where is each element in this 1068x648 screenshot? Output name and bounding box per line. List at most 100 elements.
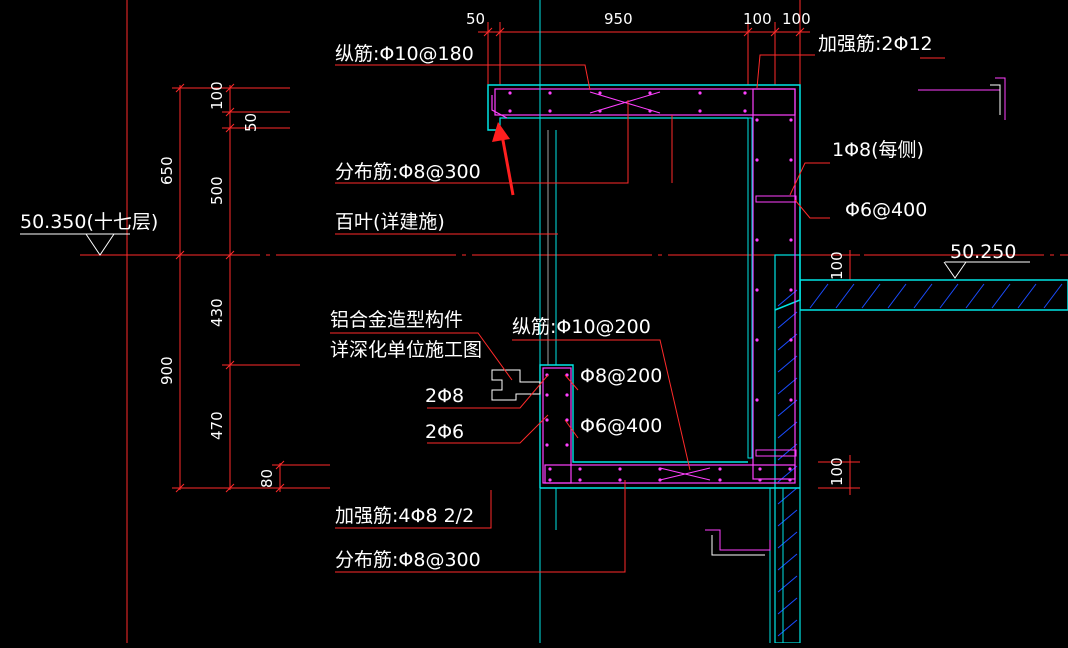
label-bottom-long-bar: 纵筋:Φ10@200 <box>512 316 651 338</box>
top-dim-100b: 100 <box>782 10 811 28</box>
rebar-dot <box>743 91 747 95</box>
right-dim-100b: 100 <box>828 457 846 486</box>
elevation-left: 50.350(十七层) <box>20 211 158 233</box>
label-bottom-strengthen: 加强筋:4Φ8 2/2 <box>335 505 474 527</box>
hatch-line <box>1043 283 1063 309</box>
left-dim-80: 80 <box>258 469 276 488</box>
red-arrow-annotation <box>492 122 515 196</box>
rebar-dot <box>565 443 569 447</box>
left-dim-100: 100 <box>208 81 226 110</box>
hatch-line <box>777 421 798 439</box>
rebar-dot <box>718 478 722 482</box>
rebar-dot <box>548 467 552 471</box>
right-dim-100a: 100 <box>828 251 846 280</box>
elevation-marker-left <box>20 233 130 256</box>
label-curb-stirrup-6: Φ6@400 <box>580 415 662 437</box>
rebar-dot <box>618 467 622 471</box>
hatch-line <box>777 553 798 571</box>
hatch-line <box>887 283 907 309</box>
rebar-dot <box>648 109 652 113</box>
rebar-dot <box>648 91 652 95</box>
rebar-dot <box>789 238 793 242</box>
hatch-line <box>777 597 798 615</box>
rebar-dot <box>658 478 662 482</box>
hatch-line <box>913 283 933 309</box>
rebar-dot <box>758 478 762 482</box>
rebar-dot <box>618 478 622 482</box>
label-aluminum-2: 详深化单位施工图 <box>330 339 482 361</box>
rebar-dot <box>545 418 549 422</box>
rebar-dot <box>788 478 792 482</box>
rebar-dot <box>755 238 759 242</box>
rebar-dot <box>658 467 662 471</box>
left-dim-50: 50 <box>242 113 260 132</box>
floor-slab <box>799 279 1068 311</box>
annotation-labels: 纵筋:Φ10@180 加强筋:2Φ12 分布筋:Φ8@300 百叶(详建施) 1… <box>330 33 933 571</box>
label-curb-2phi6: 2Φ6 <box>425 421 464 443</box>
top-dim-100a: 100 <box>743 10 772 28</box>
hatch-line <box>777 487 798 505</box>
hatch-line <box>1017 283 1037 309</box>
dimension-texts: 50 950 100 100 100 50 500 650 430 470 90… <box>158 10 846 488</box>
hatch-line <box>777 377 798 395</box>
top-dim-950: 950 <box>604 10 633 28</box>
label-side-stirrup: Φ6@400 <box>845 199 927 221</box>
label-top-distribution: 分布筋:Φ8@300 <box>335 161 481 183</box>
hatch-line <box>777 311 798 329</box>
rebar-dot <box>545 393 549 397</box>
hatch-line <box>777 399 798 417</box>
rebar-dot <box>755 158 759 162</box>
rebar-dot <box>755 118 759 122</box>
rebar-dot <box>758 467 762 471</box>
hatch-line <box>861 283 881 309</box>
label-top-strengthen: 加强筋:2Φ12 <box>818 33 933 55</box>
rebar-dot <box>755 338 759 342</box>
aluminum-profile <box>491 369 541 401</box>
top-canopy-slab <box>487 84 801 480</box>
elevation-marker-right <box>943 261 1030 279</box>
rebar-dot <box>789 118 793 122</box>
rebar-dot <box>548 109 552 113</box>
rebar-dot <box>545 443 549 447</box>
hatch-line <box>777 333 798 351</box>
label-top-long-bar: 纵筋:Φ10@180 <box>335 43 474 65</box>
hatch-line <box>777 619 798 637</box>
rebar-dot <box>565 393 569 397</box>
rebar-dot <box>565 418 569 422</box>
hatch-line <box>777 531 798 549</box>
label-curb-2phi8: 2Φ8 <box>425 385 464 407</box>
rebar-dot <box>698 91 702 95</box>
wall-rebar <box>755 195 797 457</box>
left-dim-650: 650 <box>158 156 176 185</box>
rebar-dot <box>598 109 602 113</box>
hatch-line <box>777 509 798 527</box>
top-dim-50: 50 <box>466 10 485 28</box>
rebar-dot <box>698 109 702 113</box>
left-dimension-chains <box>172 83 330 493</box>
rebar-dot <box>578 478 582 482</box>
hatch-line <box>835 283 855 309</box>
rebar-dot <box>598 91 602 95</box>
hatch-line <box>777 575 798 593</box>
left-dim-500: 500 <box>208 176 226 205</box>
louver-lines <box>539 0 784 643</box>
concrete-wall <box>774 254 801 644</box>
rebar-dot <box>789 338 793 342</box>
rebar-dot <box>578 467 582 471</box>
elevation-right: 50.250 <box>950 241 1016 263</box>
label-aluminum-1: 铝合金造型构件 <box>330 309 463 331</box>
rebar-dot <box>508 91 512 95</box>
label-louver: 百叶(详建施) <box>335 211 445 233</box>
hatch-line <box>777 355 798 373</box>
rebar-dot <box>755 288 759 292</box>
leader-lines <box>330 54 830 573</box>
hatch-line <box>965 283 985 309</box>
rebar-dot <box>789 288 793 292</box>
rebar-dot <box>548 91 552 95</box>
label-bottom-distribution: 分布筋:Φ8@300 <box>335 549 481 571</box>
label-side-bar: 1Φ8(每侧) <box>832 139 924 161</box>
rebar-dot <box>743 109 747 113</box>
label-curb-stirrup-8: Φ8@200 <box>580 365 662 387</box>
rebar-dot <box>788 467 792 471</box>
